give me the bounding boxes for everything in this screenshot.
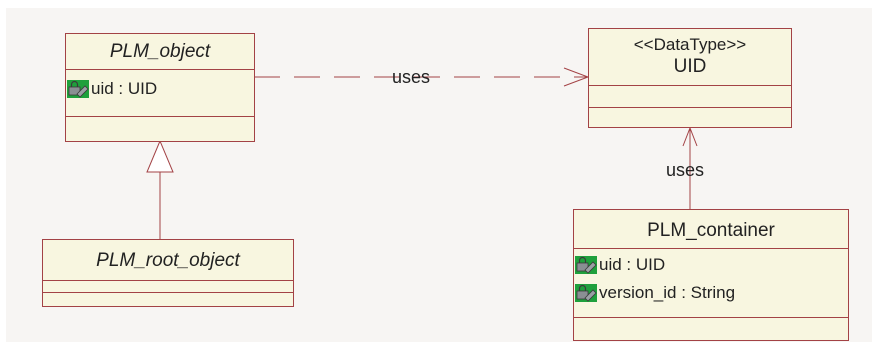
private-attribute-icon xyxy=(67,80,89,98)
dependency-label-uses-right: uses xyxy=(666,160,705,180)
attribute-row[interactable]: version_id : String xyxy=(575,283,735,303)
compartment-divider xyxy=(574,248,848,249)
class-name: UID xyxy=(673,56,707,77)
compartment-divider xyxy=(574,317,848,318)
dependency-label-uses-top: uses xyxy=(392,67,431,87)
compartment-divider xyxy=(43,292,293,293)
compartment-divider xyxy=(43,280,293,281)
attribute-row[interactable]: uid : UID xyxy=(67,79,157,99)
generalization-root-to-object[interactable] xyxy=(146,139,174,240)
dependency-container-uses-uid[interactable] xyxy=(682,126,698,210)
class-name: PLM_container xyxy=(647,220,775,241)
attribute-text: uid : UID xyxy=(91,79,158,98)
compartment-divider xyxy=(66,116,254,117)
class-uid-datatype[interactable]: <<DataType>> UID xyxy=(588,28,792,128)
class-plm-root-object[interactable]: PLM_root_object xyxy=(42,239,294,307)
private-attribute-icon xyxy=(575,256,597,274)
compartment-divider xyxy=(66,69,254,70)
class-plm-container[interactable]: PLM_container uid : UID version_id : Str… xyxy=(573,209,849,341)
compartment-divider xyxy=(589,85,791,86)
class-name: PLM_root_object xyxy=(96,250,240,271)
class-stereotype: <<DataType>> xyxy=(633,35,747,54)
attribute-text: uid : UID xyxy=(599,255,666,274)
compartment-divider xyxy=(589,107,791,108)
private-attribute-icon xyxy=(575,284,597,302)
attribute-row[interactable]: uid : UID xyxy=(575,255,665,275)
class-plm-object[interactable]: PLM_object uid : UID xyxy=(65,33,255,142)
attribute-text: version_id : String xyxy=(599,283,736,302)
class-name: PLM_object xyxy=(109,41,211,62)
